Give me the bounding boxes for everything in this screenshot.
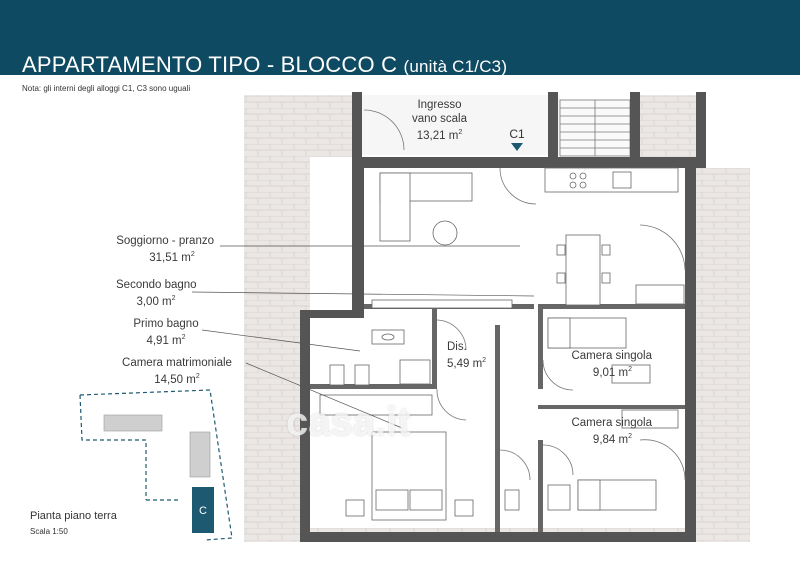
camera-singola-2-name: Camera singola bbox=[571, 417, 652, 429]
label-camera-matrimoniale: Camera matrimoniale 14,50 m2 bbox=[108, 356, 246, 387]
camera-singola-1-name: Camera singola bbox=[571, 350, 652, 362]
double-bed bbox=[319, 394, 474, 521]
watermark: casa.it bbox=[286, 400, 411, 444]
label-soggiorno: Soggiorno - pranzo 31,51 m2 bbox=[110, 234, 214, 265]
entrance-arrow-icon bbox=[511, 143, 523, 151]
secondo-bagno-name: Secondo bagno bbox=[116, 279, 197, 291]
ingresso-area: 13,21 m2 bbox=[416, 129, 463, 142]
label-ingresso: Ingresso vano scala 13,21 m2 bbox=[412, 98, 467, 143]
camera-matrimoniale-name: Camera matrimoniale bbox=[122, 357, 232, 369]
primo-bagno-area: 4,91 m2 bbox=[146, 334, 186, 347]
site-plan bbox=[79, 389, 233, 541]
disimpegno-area: 5,49 m2 bbox=[447, 357, 487, 370]
unit-label: C1 bbox=[509, 127, 525, 141]
secondo-bagno-area: 3,00 m2 bbox=[136, 295, 176, 308]
header-banner bbox=[0, 0, 800, 75]
camera-matrimoniale-area: 14,50 m2 bbox=[154, 373, 200, 386]
camera-singola-1-area: 9,01 m2 bbox=[592, 366, 632, 379]
label-camera-singola-1: Camera singola 9,01 m2 bbox=[558, 349, 652, 380]
label-disimpegno: Dis. 5,49 m2 bbox=[447, 340, 486, 371]
ingresso-name-1: Ingresso bbox=[417, 99, 462, 111]
label-secondo-bagno: Secondo bagno 3,00 m2 bbox=[116, 278, 197, 309]
site-block-label: C bbox=[199, 505, 207, 517]
title-sub: (unità C1/C3) bbox=[403, 57, 508, 76]
paving-top-left bbox=[244, 95, 352, 157]
paving-left bbox=[244, 95, 310, 542]
dining-table bbox=[556, 234, 685, 306]
paving-top-right bbox=[640, 95, 696, 157]
primo-bagno-name: Primo bagno bbox=[133, 318, 199, 330]
ingresso-floor bbox=[360, 95, 560, 155]
title-main: APPARTAMENTO TIPO - BLOCCO C bbox=[22, 52, 398, 77]
note-text: Nota: gli interni degli alloggi C1, C3 s… bbox=[22, 84, 191, 93]
soggiorno-name: Soggiorno - pranzo bbox=[116, 235, 214, 247]
label-primo-bagno: Primo bagno 4,91 m2 bbox=[128, 317, 204, 348]
camera-singola-2-area: 9,84 m2 bbox=[592, 433, 632, 446]
single-beds bbox=[547, 317, 679, 511]
pianta-label: Pianta piano terra bbox=[30, 510, 117, 522]
disimpegno-name: Dis. bbox=[447, 341, 467, 353]
page-title: APPARTAMENTO TIPO - BLOCCO C (unità C1/C… bbox=[22, 52, 507, 78]
scala-label: Scala 1:50 bbox=[30, 527, 68, 536]
kitchen bbox=[544, 167, 679, 193]
ingresso-name-2: vano scala bbox=[412, 113, 467, 125]
exterior-walls bbox=[300, 92, 706, 542]
paving-right bbox=[696, 168, 750, 542]
bathroom-fixtures bbox=[329, 329, 571, 511]
soggiorno-area: 31,51 m2 bbox=[149, 251, 195, 264]
staircase bbox=[559, 99, 631, 157]
door-swings bbox=[363, 109, 686, 481]
sofa bbox=[371, 172, 513, 309]
label-camera-singola-2: Camera singola 9,84 m2 bbox=[558, 416, 652, 447]
leader-lines bbox=[191, 245, 535, 429]
